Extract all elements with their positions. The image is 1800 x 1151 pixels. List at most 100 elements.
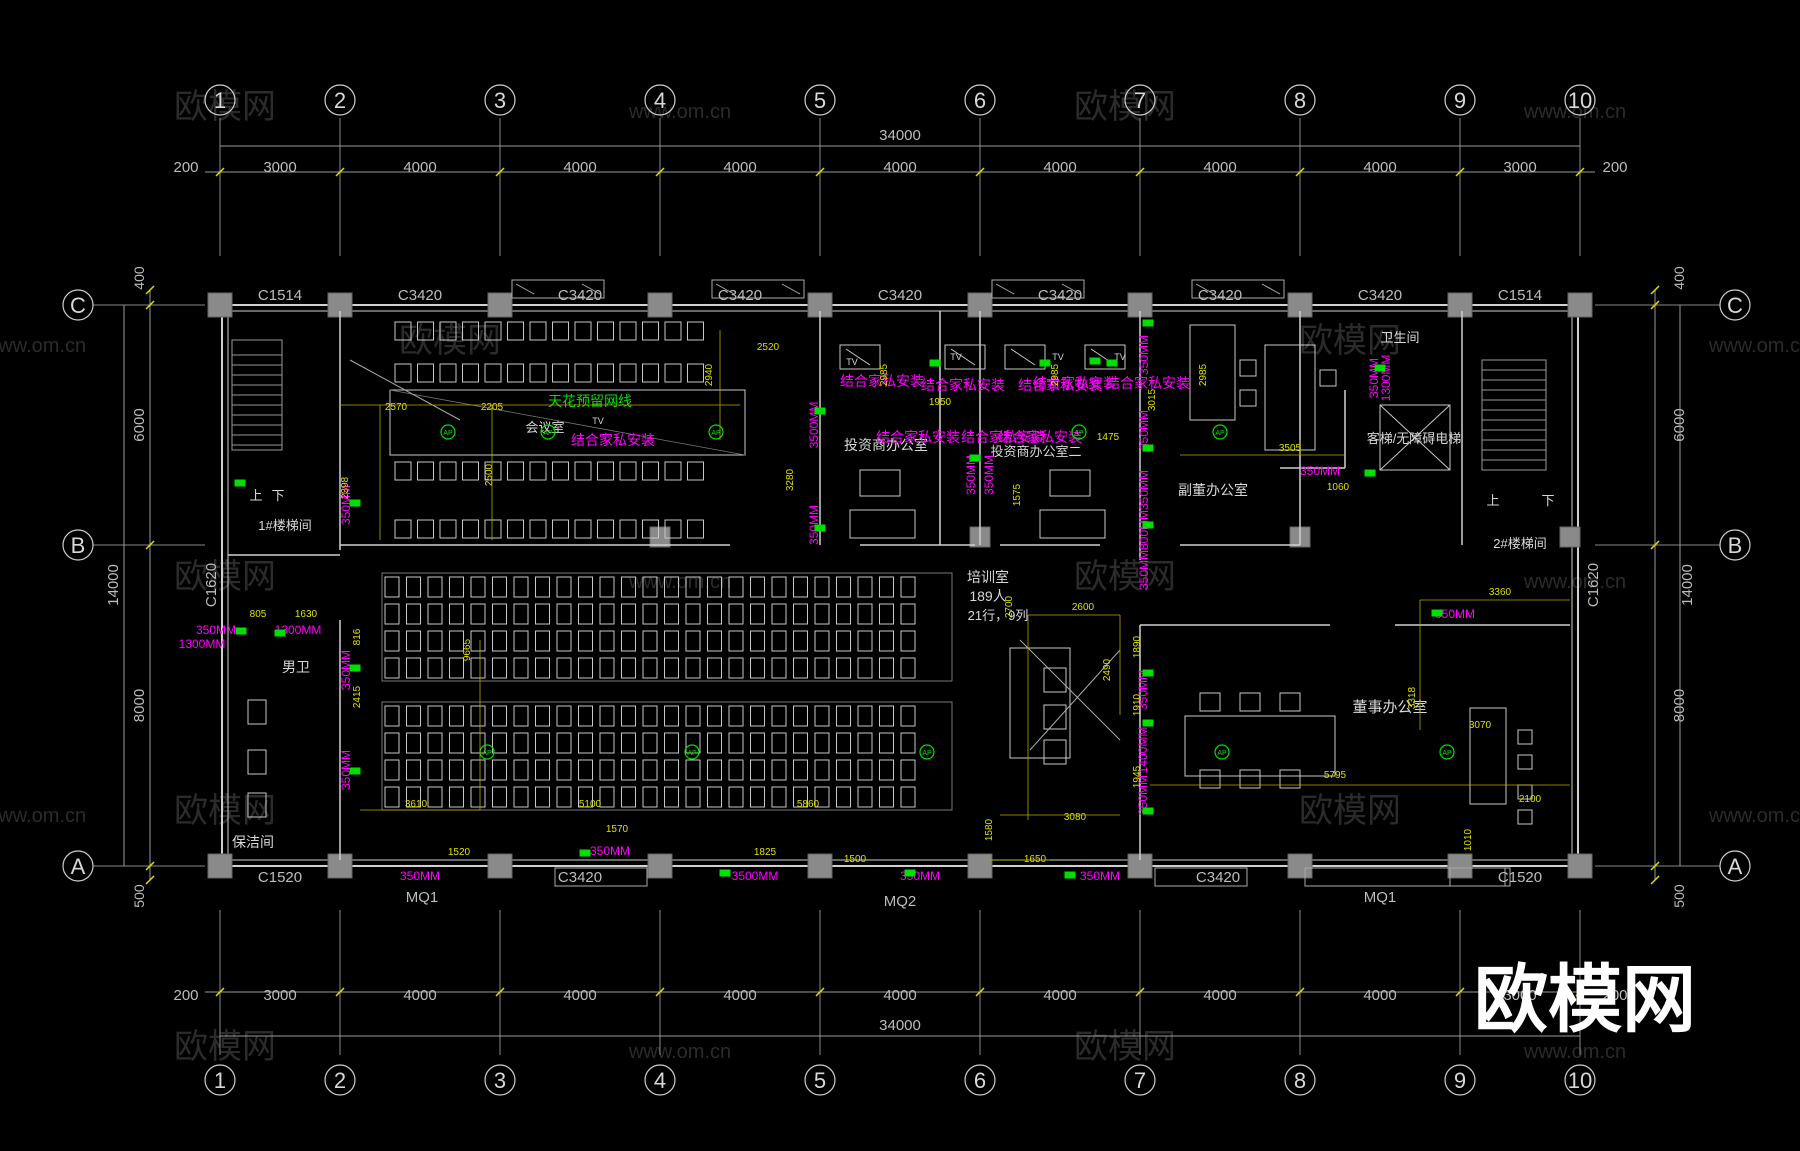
window-tag: C1520 [258,869,302,886]
training-chair [492,603,507,625]
office-chair [944,344,986,370]
training-chair [470,657,486,679]
room-label: 上 [1486,493,1499,508]
socket-marker [1142,669,1154,677]
training-chair [427,732,443,754]
dimension-value: 34000 [879,127,921,144]
socket-height-label: 3500MM [732,869,779,883]
training-chair [470,603,486,625]
inner-dimension: 2985 [879,363,890,386]
chair [1319,369,1337,387]
training-chair [449,759,464,781]
chair [394,519,412,539]
dimension-value: 400 [131,266,147,290]
room-label: 投资商办公室 [844,437,928,453]
training-chair [750,786,765,808]
training-chair [857,576,873,598]
training-chair [535,786,550,808]
training-chair [750,705,765,727]
chair-back [845,348,871,366]
training-chair [879,705,894,727]
axis-label: B [1728,533,1743,558]
dimension-value: 200 [173,987,198,1004]
socket-marker [1364,469,1376,477]
ap-marker [1214,744,1230,760]
watermark-logo: 欧模网 [1074,88,1176,126]
chair [664,363,682,383]
inner-dimension: 805 [250,609,267,620]
chair [619,363,637,383]
training-chair [492,657,507,679]
dimension-tick [815,987,825,997]
window-mark [1195,283,1215,295]
chair [439,461,457,481]
axis-label: 8 [1294,88,1306,113]
dimension-tick [975,167,985,177]
axis-label: 6 [974,1068,986,1093]
axis-label: 3 [494,88,506,113]
training-chair [599,759,615,781]
ap-marker [440,424,456,440]
chair [619,461,637,481]
socket-marker [1064,871,1076,879]
training-chair [771,786,787,808]
socket-marker [349,499,361,507]
chair [439,519,457,539]
window-tag: C3420 [558,869,602,886]
axis-bubble [1124,1064,1156,1096]
chair [619,519,637,539]
axis-label: 5 [814,1068,826,1093]
annotation-furniture: 结合家私安装 [961,429,1045,445]
room-label: 董事办公室 [1352,699,1427,716]
training-chair [513,786,529,808]
socket-marker [719,869,731,877]
brand-logo: 欧模网 [1474,957,1696,1043]
dimension-tick [1575,167,1585,177]
chair [507,363,524,383]
inner-dimension: 1650 [1024,854,1047,865]
dimension-value: 4000 [563,987,596,1004]
room-label: 保洁间 [232,834,274,850]
training-chair [535,576,550,598]
training-chair [728,759,744,781]
training-chair [621,705,636,727]
training-chair [449,705,464,727]
axis-label: A [1728,854,1743,879]
training-chair [578,603,593,625]
axis-bubble [1719,850,1751,882]
watermark-url: www.om.cn [1523,101,1626,123]
window-mark [995,283,1015,295]
chair [1239,692,1261,712]
training-chair [599,576,615,598]
chair [417,461,434,481]
training-chair [513,705,529,727]
axis-bubble [804,1064,836,1096]
inner-dimension: 3080 [1064,812,1087,823]
chair [462,321,479,341]
dimension-value: 500 [131,884,147,908]
training-chair [642,705,658,727]
training-chair [513,576,529,598]
chair [484,461,502,481]
inner-dimension: 3610 [405,799,428,810]
conference-table [389,389,746,456]
chair [597,519,614,539]
ap-label: AP [1215,430,1225,437]
axis-bubble [62,529,94,561]
training-chair [427,705,443,727]
window-tag: C1514 [1498,287,1542,304]
axis-bubble [324,84,356,116]
socket-marker [349,664,361,672]
dimension-value: 4000 [1363,159,1396,176]
training-chair [406,759,421,781]
chair [597,363,614,383]
inner-dimension: 3015 [1147,388,1158,411]
chair [417,363,434,383]
axis-label: A [71,854,86,879]
toilet [247,749,267,775]
training-chair [492,786,507,808]
structural-column [1287,292,1313,318]
training-chair [427,657,443,679]
annotation-furniture: 结合家私安装 [876,429,960,445]
dimension-value: 3000 [263,987,296,1004]
